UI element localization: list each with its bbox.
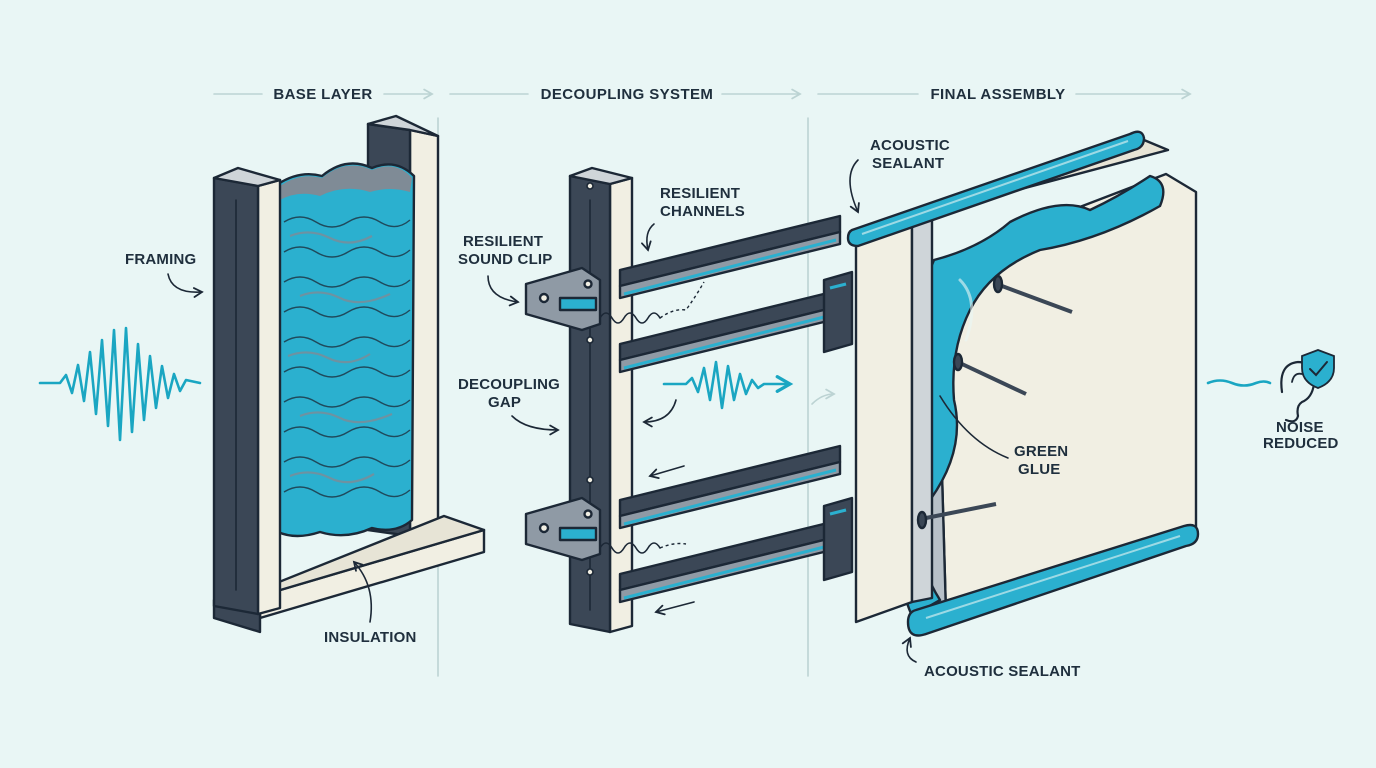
reduced-sound-wave-icon <box>1206 379 1272 387</box>
label-acoustic-sealant-top-1: ACOUSTIC <box>870 137 950 154</box>
label-insulation: INSULATION <box>324 629 417 646</box>
label-decoupling-gap-2: GAP <box>488 394 521 411</box>
label-framing: FRAMING <box>125 251 196 268</box>
label-resilient-sound-clip-2: SOUND CLIP <box>458 251 553 268</box>
noise-reduced-output <box>1206 349 1335 423</box>
insulation-batt <box>276 162 416 538</box>
section-base-layer: BASE LAYER <box>273 86 372 103</box>
label-resilient-channels-2: CHANNELS <box>660 203 745 220</box>
insulation-fibers <box>283 216 411 498</box>
decoupling-system <box>524 166 854 634</box>
resilient-channel-4 <box>618 518 842 604</box>
label-resilient-channels-1: RESILIENT <box>660 185 740 202</box>
acoustic-sealant-top <box>846 130 1146 248</box>
sound-clip-bottom <box>524 496 687 562</box>
final-assembly <box>811 130 1200 637</box>
base-layer-framing <box>212 114 486 634</box>
shield-check-icon <box>1301 349 1335 389</box>
callout-labels: FRAMING INSULATION RESILIENT SOUND CLIP … <box>125 137 1339 680</box>
decoupled-sound-wave-icon <box>662 360 794 410</box>
label-green-glue-2: GLUE <box>1018 461 1060 478</box>
resilient-channel-2 <box>618 288 842 374</box>
sound-clip-top <box>524 266 705 332</box>
acoustic-sealant-bottom <box>906 523 1200 637</box>
resilient-channel-3 <box>618 444 842 530</box>
label-green-glue-1: GREEN <box>1014 443 1068 460</box>
label-acoustic-sealant-bottom: ACOUSTIC SEALANT <box>924 663 1081 680</box>
label-noise-reduced-1: NOISE <box>1276 419 1324 436</box>
label-decoupling-gap-1: DECOUPLING <box>458 376 560 393</box>
section-decoupling-system: DECOUPLING SYSTEM <box>541 86 714 103</box>
label-noise-reduced-2: REDUCED <box>1263 435 1339 452</box>
section-final-assembly: FINAL ASSEMBLY <box>930 86 1065 103</box>
label-acoustic-sealant-top-2: SEALANT <box>872 155 944 172</box>
resilient-channel-1 <box>618 214 842 300</box>
ear-icon <box>1280 360 1316 423</box>
incoming-sound-wave-icon <box>38 326 202 442</box>
drywall-screws <box>916 274 1073 530</box>
label-resilient-sound-clip-1: RESILIENT <box>463 233 543 250</box>
drywall-panel-front <box>854 216 914 624</box>
